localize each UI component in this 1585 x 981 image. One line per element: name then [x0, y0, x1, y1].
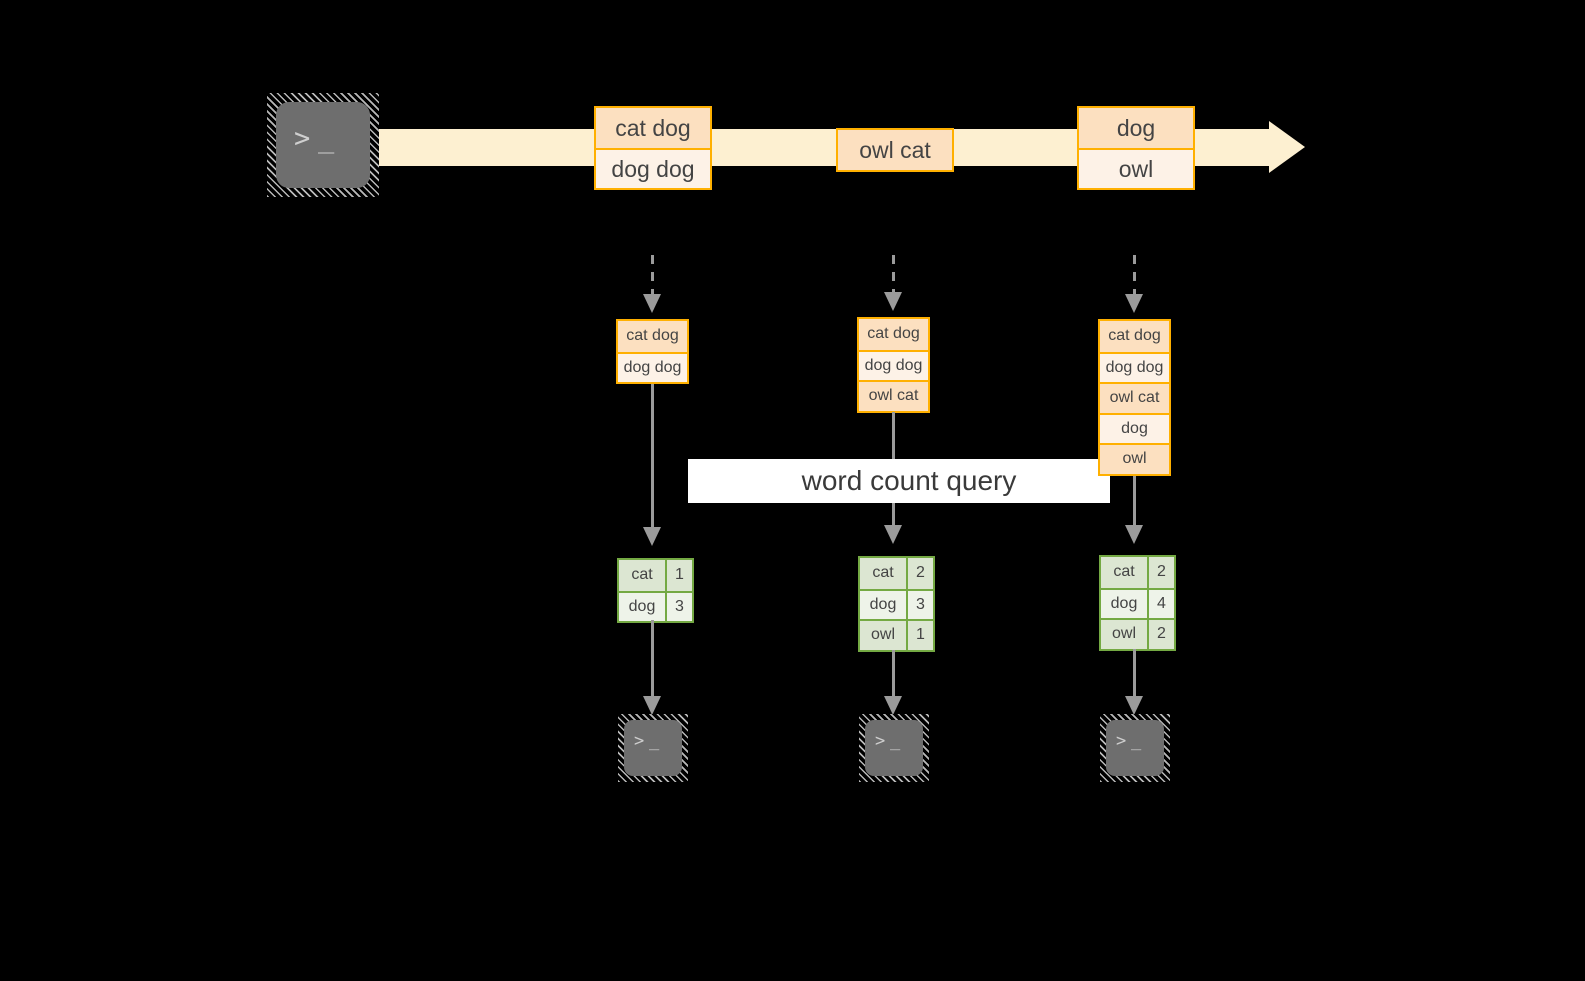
result-output-line-3 — [1133, 649, 1136, 698]
result-word: owl — [1101, 620, 1147, 649]
snapshot-record: dog dog — [1100, 351, 1169, 382]
consumer-terminal-icon-2[interactable]: > _ — [859, 714, 929, 782]
snapshot-feed-dashed-line-1 — [651, 255, 654, 296]
snapshot-record: dog dog — [618, 351, 687, 382]
query-connector-arrowhead-2 — [884, 525, 902, 544]
terminal-cursor-glyph: _ — [1131, 731, 1142, 751]
snapshot-feed-arrowhead-1 — [643, 294, 661, 313]
snapshot-2[interactable]: cat dog dog dog owl cat — [857, 317, 930, 413]
result-count: 2 — [1147, 620, 1174, 649]
result-count: 3 — [665, 592, 692, 621]
result-count: 4 — [1147, 589, 1174, 618]
query-connector-arrowhead-3 — [1125, 525, 1143, 544]
result-count: 1 — [665, 560, 692, 591]
snapshot-1[interactable]: cat dog dog dog — [616, 319, 689, 384]
result-output-line-2 — [892, 650, 895, 698]
terminal-cursor-glyph: _ — [318, 123, 335, 154]
consumer-terminal-icon-1[interactable]: > _ — [618, 714, 688, 782]
consumer-terminal-icon-3[interactable]: > _ — [1100, 714, 1170, 782]
snapshot-record: owl cat — [1100, 382, 1169, 413]
snapshot-record: cat dog — [859, 319, 928, 350]
stream-record: owl — [1079, 148, 1193, 188]
query-connector-arrowhead-1 — [643, 527, 661, 546]
result-count: 1 — [906, 621, 933, 650]
terminal-prompt-glyph: > — [634, 731, 645, 751]
snapshot-record: cat dog — [618, 321, 687, 352]
snapshot-feed-dashed-line-3 — [1133, 255, 1136, 296]
result-count: 3 — [906, 590, 933, 619]
snapshot-record: dog — [1100, 412, 1169, 443]
table-row: owl 1 — [860, 619, 933, 650]
snapshot-feed-arrowhead-2 — [884, 292, 902, 311]
stream-record: owl cat — [838, 130, 952, 170]
result-3[interactable]: cat 2 dog 4 owl 2 — [1099, 555, 1176, 651]
result-word: dog — [619, 592, 665, 621]
producer-terminal-icon[interactable]: > _ — [267, 93, 379, 197]
query-banner-label: word count query — [801, 465, 1017, 496]
query-banner: word count query — [688, 459, 1110, 503]
snapshot-record: owl cat — [859, 380, 928, 411]
table-row: owl 2 — [1101, 618, 1174, 649]
table-row: cat 1 — [619, 560, 692, 591]
stream-group-3[interactable]: dog owl — [1077, 106, 1195, 190]
snapshot-record: owl — [1100, 443, 1169, 474]
result-word: cat — [1101, 557, 1147, 588]
table-row: dog 4 — [1101, 587, 1174, 618]
result-count: 2 — [1147, 557, 1174, 588]
terminal-prompt-glyph: > — [294, 123, 311, 154]
result-2[interactable]: cat 2 dog 3 owl 1 — [858, 556, 935, 652]
result-word: cat — [619, 560, 665, 591]
query-connector-line-1 — [651, 384, 654, 529]
table-row: dog 3 — [619, 590, 692, 621]
snapshot-3[interactable]: cat dog dog dog owl cat dog owl — [1098, 319, 1171, 476]
snapshot-record: dog dog — [859, 349, 928, 380]
snapshot-feed-arrowhead-3 — [1125, 294, 1143, 313]
result-output-arrowhead-3 — [1125, 696, 1143, 715]
query-connector-line-3 — [1133, 476, 1136, 528]
table-row: cat 2 — [1101, 557, 1174, 588]
result-word: cat — [860, 558, 906, 589]
stream-arrow-head — [1269, 121, 1305, 173]
stream-record: dog dog — [596, 148, 710, 188]
terminal-body — [276, 102, 370, 188]
terminal-prompt-glyph: > — [1116, 731, 1127, 751]
result-output-line-1 — [651, 620, 654, 698]
terminal-prompt-glyph: > — [875, 731, 886, 751]
terminal-cursor-glyph: _ — [649, 731, 660, 751]
stream-record: dog — [1079, 108, 1193, 148]
table-row: cat 2 — [860, 558, 933, 589]
snapshot-feed-dashed-line-2 — [892, 255, 895, 294]
result-word: owl — [860, 621, 906, 650]
table-row: dog 3 — [860, 588, 933, 619]
terminal-cursor-glyph: _ — [890, 731, 901, 751]
terminal-body — [624, 720, 682, 776]
stream-record: cat dog — [596, 108, 710, 148]
result-word: dog — [1101, 589, 1147, 618]
result-output-arrowhead-1 — [643, 696, 661, 715]
stream-group-1[interactable]: cat dog dog dog — [594, 106, 712, 190]
stream-group-2[interactable]: owl cat — [836, 128, 954, 172]
result-word: dog — [860, 590, 906, 619]
terminal-body — [1106, 720, 1164, 776]
snapshot-record: cat dog — [1100, 321, 1169, 352]
terminal-body — [865, 720, 923, 776]
result-1[interactable]: cat 1 dog 3 — [617, 558, 694, 623]
result-count: 2 — [906, 558, 933, 589]
result-output-arrowhead-2 — [884, 696, 902, 715]
